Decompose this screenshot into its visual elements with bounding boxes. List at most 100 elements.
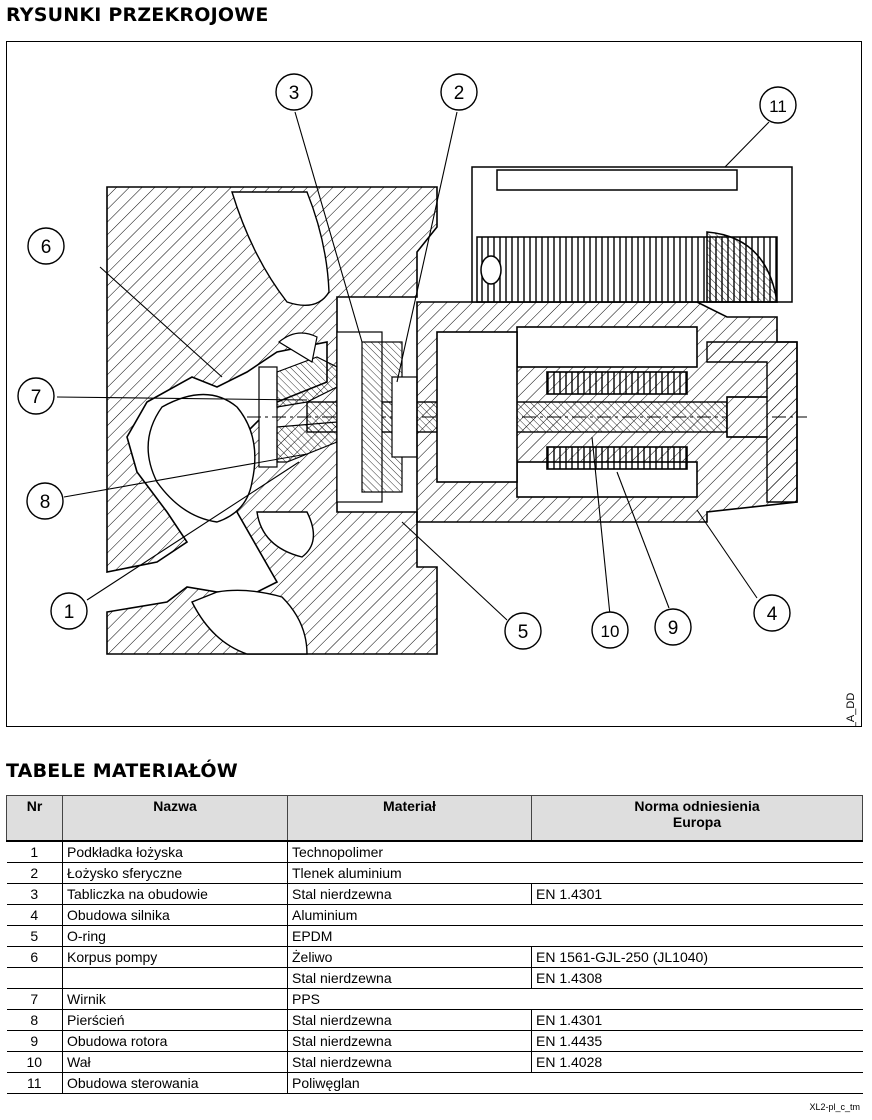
svg-text:3: 3 <box>289 83 300 104</box>
callout-3: 3 <box>275 73 313 111</box>
header-nr: Nr <box>6 795 63 842</box>
materials-table: Nr Nazwa Materiał Norma odniesienia Euro… <box>6 795 863 1094</box>
row-name: Obudowa sterowania <box>62 1072 288 1094</box>
callout-7: 7 <box>17 377 55 415</box>
row-name <box>62 967 288 989</box>
row-material: Stal nierdzewna <box>287 967 532 989</box>
row-norm <box>531 904 863 926</box>
callout-9: 9 <box>654 608 692 646</box>
callout-2: 2 <box>440 73 478 111</box>
row-nr: 2 <box>6 862 63 884</box>
footer-code: XL2-pl_c_tm <box>809 1102 860 1112</box>
svg-text:1: 1 <box>64 602 75 623</box>
row-norm: EN 1.4308 <box>531 967 863 989</box>
rear-cap <box>706 341 798 503</box>
row-norm <box>531 925 863 947</box>
svg-text:10: 10 <box>601 622 620 641</box>
row-name: Tabliczka na obudowie <box>62 883 288 905</box>
header-norm-line2: Europa <box>672 814 722 830</box>
callout-4: 4 <box>753 594 791 632</box>
row-name: O-ring <box>62 925 288 947</box>
row-norm: EN 1.4301 <box>531 1009 863 1031</box>
row-material: Stal nierdzewna <box>287 1030 532 1052</box>
pump-cross-section-svg <box>56 111 807 655</box>
row-name: Łożysko sferyczne <box>62 862 288 884</box>
cross-section-drawing: 1 2 3 4 5 <box>6 41 862 727</box>
row-nr: 3 <box>6 883 63 905</box>
row-name: Obudowa silnika <box>62 904 288 926</box>
row-material: Stal nierdzewna <box>287 883 532 905</box>
header-norm-line1: Norma odniesienia <box>634 798 760 814</box>
row-nr: 10 <box>6 1051 63 1073</box>
callout-10: 10 <box>591 611 629 649</box>
bearing-assembly <box>336 331 418 503</box>
row-nr <box>6 967 63 989</box>
row-name: Obudowa rotora <box>62 1030 288 1052</box>
row-nr: 7 <box>6 988 63 1010</box>
materials-heading: TABELE MATERIAŁÓW <box>6 760 238 782</box>
svg-text:9: 9 <box>668 618 679 639</box>
row-material: EPDM <box>287 925 532 947</box>
row-nr: 1 <box>6 841 63 863</box>
callout-5: 5 <box>504 612 542 650</box>
svg-text:6: 6 <box>41 237 52 258</box>
row-norm: EN 1.4435 <box>531 1030 863 1052</box>
row-material: Aluminium <box>287 904 532 926</box>
callout-8: 8 <box>26 482 64 520</box>
svg-text:11: 11 <box>769 97 787 116</box>
row-nr: 9 <box>6 1030 63 1052</box>
leader-lines <box>56 111 770 621</box>
row-material: Tlenek aluminium <box>287 862 532 884</box>
callout-11: 11 <box>759 86 797 124</box>
row-norm <box>531 862 863 884</box>
row-material: Poliwęglan <box>287 1072 532 1094</box>
motor-housing <box>416 301 798 523</box>
svg-text:7: 7 <box>31 387 42 408</box>
row-norm: EN 1561-GJL-250 (JL1040) <box>531 946 863 968</box>
header-norm: Norma odniesienia Europa <box>531 795 863 842</box>
header-name: Nazwa <box>62 795 288 842</box>
volute-channels <box>147 191 330 655</box>
row-nr: 8 <box>6 1009 63 1031</box>
header-material: Materiał <box>287 795 532 842</box>
row-material: Stal nierdzewna <box>287 1009 532 1031</box>
drawing-code: A0006_A_DD <box>845 692 857 727</box>
row-material: Żeliwo <box>287 946 532 968</box>
row-nr: 4 <box>6 904 63 926</box>
row-nr: 11 <box>6 1072 63 1094</box>
row-nr: 5 <box>6 925 63 947</box>
row-material: Stal nierdzewna <box>287 1051 532 1073</box>
svg-text:4: 4 <box>767 604 778 625</box>
row-name: Korpus pompy <box>62 946 288 968</box>
row-norm <box>531 988 863 1010</box>
callout-6: 6 <box>27 227 65 265</box>
svg-text:5: 5 <box>518 622 529 643</box>
row-norm <box>531 1072 863 1094</box>
row-material: PPS <box>287 988 532 1010</box>
svg-text:8: 8 <box>40 492 51 513</box>
row-name: Pierścień <box>62 1009 288 1031</box>
row-name: Podkładka łożyska <box>62 841 288 863</box>
row-norm <box>531 841 863 863</box>
row-name: Wirnik <box>62 988 288 1010</box>
row-material: Technopolimer <box>287 841 532 863</box>
control-box <box>471 166 793 303</box>
row-nr: 6 <box>6 946 63 968</box>
svg-text:2: 2 <box>454 83 465 104</box>
row-norm: EN 1.4301 <box>531 883 863 905</box>
row-norm: EN 1.4028 <box>531 1051 863 1073</box>
drawings-heading: RYSUNKI PRZEKROJOWE <box>6 4 269 26</box>
table-header-row: Nr Nazwa Materiał Norma odniesienia Euro… <box>6 795 863 842</box>
